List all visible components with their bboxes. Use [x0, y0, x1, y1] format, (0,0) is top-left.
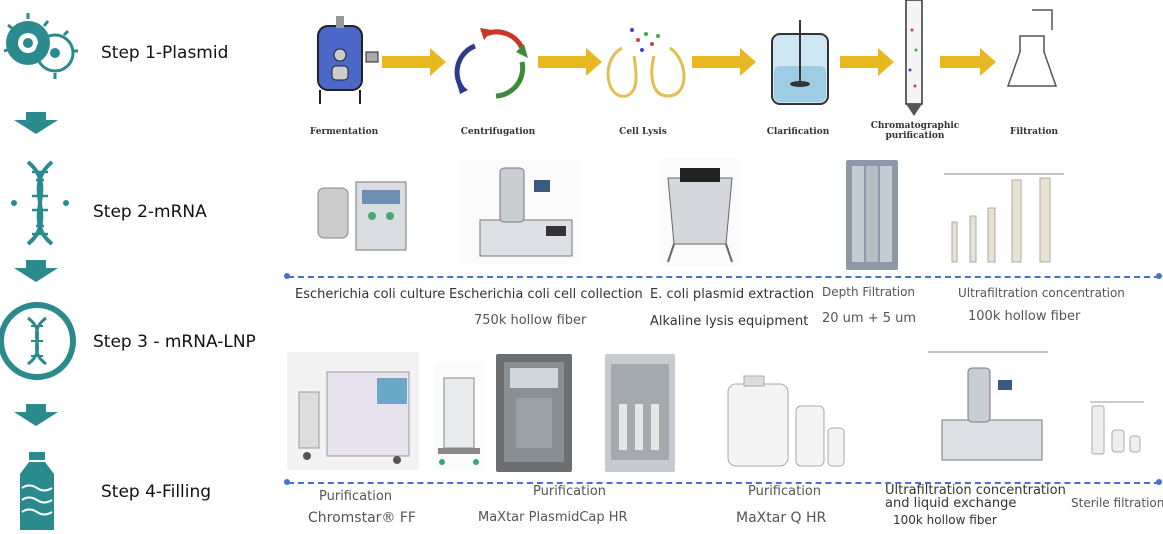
step-label: Step 3 - mRNA-LNP — [93, 332, 256, 352]
equipment-sublabel: MaXtar Q HR — [736, 510, 827, 526]
equipment-photo-system — [605, 354, 675, 472]
row2-divider-start — [284, 479, 290, 485]
equipment-photo-culture — [310, 170, 422, 262]
row2-divider — [288, 482, 1160, 484]
row1-divider-start — [284, 273, 290, 279]
process-label: Filtration — [1009, 127, 1059, 137]
equipment-photo-depth-filtration — [846, 160, 898, 270]
step1-icon — [0, 5, 80, 85]
step2-dna-icon — [10, 158, 70, 248]
step-label: Step 1-Plasmid — [101, 43, 229, 63]
flow-arrows — [382, 48, 996, 76]
equipment-photo-uf-exchange — [928, 350, 1050, 470]
process-flow — [300, 0, 1090, 160]
process-label: Clarification — [766, 127, 830, 137]
cell-lysis-illustration — [606, 46, 686, 98]
equipment-label: Ultrafiltration concentration — [885, 483, 1066, 498]
cell-lysis-particles — [630, 28, 660, 52]
equipment-sublabel: 100k hollow fiber — [893, 513, 997, 527]
equipment-photo-plasmid-extraction — [660, 158, 740, 266]
centrifuge-illustration — [454, 28, 528, 99]
equipment-label: E. coli plasmid extraction — [650, 287, 815, 302]
equipment-photo-ultrafiltration — [944, 172, 1066, 266]
equipment-photo-cell-collection — [460, 160, 580, 264]
equipment-sublabel: Alkaline lysis equipment — [650, 314, 809, 329]
equipment-label: Purification — [748, 484, 822, 499]
equipment-photo-chromstar — [287, 352, 419, 470]
step4-bottle-icon — [14, 452, 60, 530]
process-label: Fermentation — [309, 127, 379, 137]
equipment-sublabel: Chromstar® FF — [308, 510, 416, 526]
down-arrow-icon — [12, 260, 60, 284]
row1-divider-end — [1156, 273, 1162, 279]
equipment-sublabel: 100k hollow fiber — [968, 309, 1081, 324]
equipment-sublabel: 20 um + 5 um — [822, 311, 917, 326]
process-label: Chromatographic purification — [870, 121, 960, 141]
down-arrow-icon — [12, 112, 60, 136]
step-label: Step 2-mRNA — [93, 202, 207, 222]
equipment-photo-plasmidcap — [496, 354, 572, 472]
equipment-label: Purification — [319, 489, 393, 504]
equipment-photo-resin-bottles — [720, 372, 850, 472]
clarification-illustration — [771, 20, 829, 105]
equipment-label: Escherichia coli culture — [295, 287, 446, 302]
fermenter-illustration — [317, 16, 379, 104]
equipment-label: Depth Filtration — [822, 285, 916, 299]
process-label: Centrifugation — [460, 127, 536, 137]
equipment-photo-column — [434, 362, 484, 470]
equipment-sublabel: 750k hollow fiber — [474, 313, 587, 328]
step-label: Step 4-Filling — [101, 482, 212, 502]
equipment-label: and liquid exchange — [885, 496, 1017, 511]
equipment-label: Sterile filtration — [1071, 496, 1163, 510]
filtration-illustration — [1006, 9, 1058, 87]
down-arrow-icon — [12, 404, 60, 428]
equipment-label: Purification — [533, 484, 607, 499]
row1-divider — [288, 276, 1160, 278]
step3-lnp-icon — [0, 296, 80, 386]
row2-divider-end — [1156, 479, 1162, 485]
equipment-label: Ultrafiltration concentration — [958, 286, 1125, 300]
equipment-sublabel: MaXtar PlasmidCap HR — [478, 510, 628, 525]
equipment-photo-sterile-filter — [1084, 400, 1150, 458]
chromatography-illustration — [905, 0, 923, 116]
process-label: Cell Lysis — [619, 127, 667, 137]
equipment-label: Escherichia coli cell collection — [449, 287, 643, 302]
